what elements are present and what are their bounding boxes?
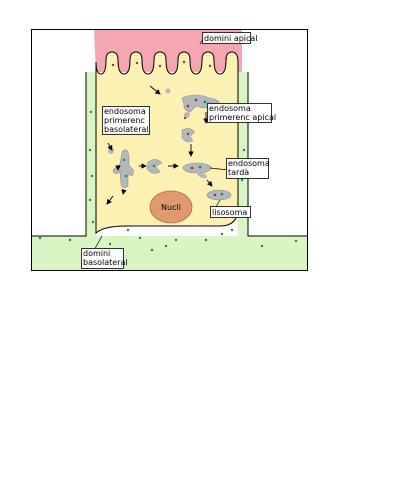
late-endosome-tail <box>196 172 207 179</box>
early-basolateral-endosome <box>112 149 134 188</box>
label-box-early-apical-endosome <box>207 103 272 123</box>
label-lysosome: lisosoma <box>212 208 247 217</box>
vesicle <box>181 128 196 143</box>
lysosome <box>206 189 232 201</box>
label-box-apical-domain <box>202 32 251 44</box>
label-early-basolateral-endosome: endosoma primerenc basolateral <box>104 107 149 134</box>
late-endosome <box>182 162 212 174</box>
label-box-basolateral-domain <box>81 248 124 269</box>
label-box-lysosome <box>210 206 251 218</box>
cargo-particles <box>111 57 228 197</box>
label-late-endosome: endosoma tardà <box>228 159 272 177</box>
left-neighbor-cell-edge <box>32 72 87 237</box>
label-apical-domain: domini apical <box>204 34 258 43</box>
nucleus-label: Nucli <box>161 203 181 212</box>
label-basolateral-domain: domini basolateral <box>83 249 128 267</box>
transport-arrows <box>106 85 213 205</box>
label-early-apical-endosome: endosoma primerenc apical <box>209 104 276 122</box>
label-box-late-endosome <box>226 158 269 179</box>
nucleus <box>149 190 193 224</box>
right-neighbor-cell-edge <box>247 72 307 237</box>
label-box-early-basolateral-endosome <box>102 106 150 135</box>
vesicle <box>165 88 171 94</box>
vesicle <box>184 112 190 118</box>
